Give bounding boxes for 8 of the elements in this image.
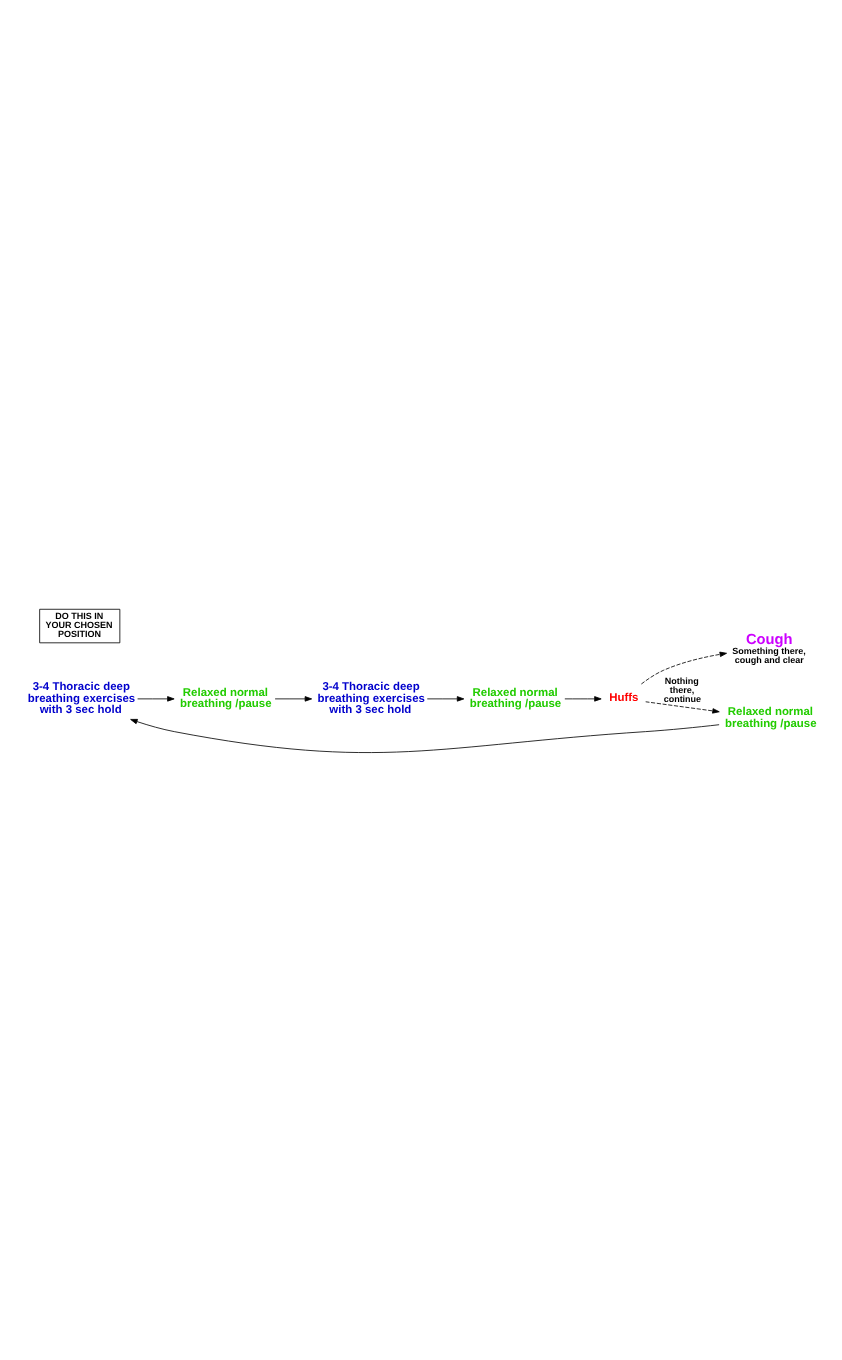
arrow — [640, 650, 727, 684]
arrow — [426, 695, 465, 701]
arrow — [564, 695, 602, 701]
node-text: Cough — [745, 628, 793, 647]
arrow — [274, 695, 313, 701]
arrow — [130, 717, 720, 752]
arrow — [645, 700, 720, 713]
arrow — [137, 695, 175, 701]
